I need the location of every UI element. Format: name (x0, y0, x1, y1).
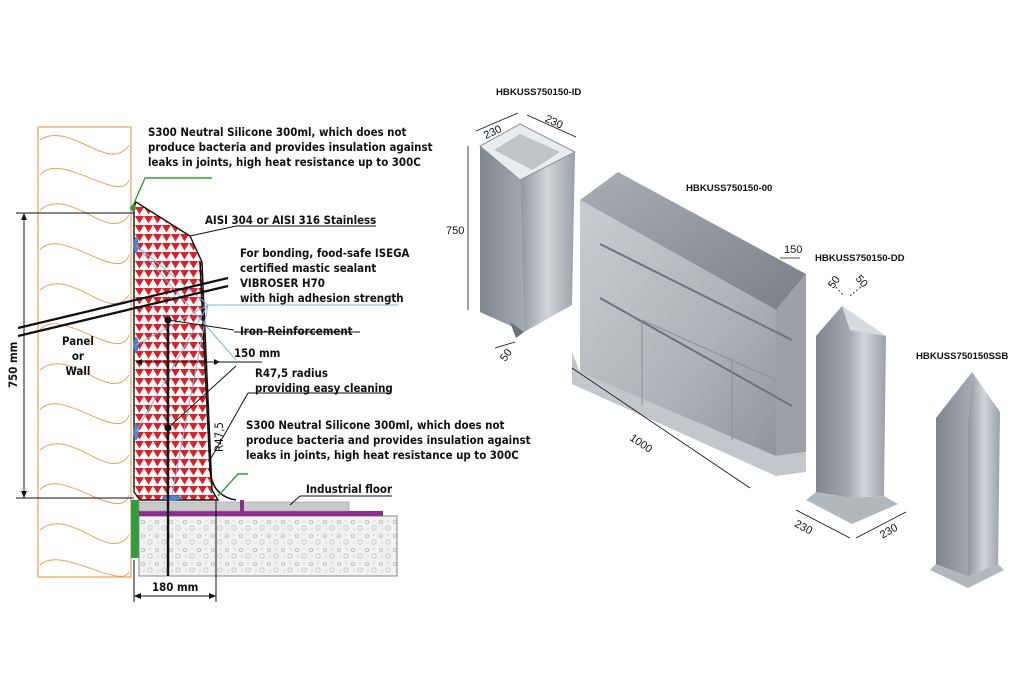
product-main-depth: 150 (784, 244, 803, 256)
product-ssb-code: HBKUSS750150SSB (916, 351, 1009, 362)
green-joint-strip (131, 500, 139, 558)
bonding-label: For bonding, food-safe ISEGA certified m… (240, 246, 410, 306)
product-dd-render (806, 306, 898, 524)
sealant-leader-bottom (217, 473, 248, 497)
panel-wall-label: Panel or Wall (62, 334, 94, 379)
product-main-render (572, 172, 806, 476)
dim-180mm: 180 mm (152, 580, 199, 594)
product-id-height: 750 (446, 225, 465, 237)
wall-panel (37, 126, 132, 578)
dim-750mm: 750 mm (6, 341, 20, 388)
sealant-leader-top (130, 177, 212, 211)
product-id-render (479, 123, 577, 338)
dim-150mm: 150 mm (234, 346, 281, 360)
silicone-top-label: S300 Neutral Silicone 300ml, which does … (148, 125, 433, 170)
radius-note-label: R47,5 radius providing easy cleaning (255, 366, 393, 396)
radius-dim-label: R47,5 (212, 422, 226, 452)
skirting-section (133, 200, 220, 501)
product-main-code: HBKUSS750150-00 (686, 183, 773, 194)
concrete-slab (138, 515, 398, 577)
industrial-floor-label: Industrial floor (306, 482, 393, 496)
product-ssb-render (930, 372, 1004, 588)
stainless-label: AISI 304 or AISI 316 Stainless (205, 213, 377, 227)
iron-reinforcement-label: Iron-Reinforcement (240, 324, 353, 338)
bonding-leaders (135, 244, 398, 496)
product-dd-code: HBKUSS750150-DD (815, 253, 905, 264)
floor-membrane (139, 511, 383, 516)
product-id-code: HBKUSS750150-ID (496, 87, 582, 98)
silicone-bottom-label: S300 Neutral Silicone 300ml, which does … (246, 418, 531, 463)
